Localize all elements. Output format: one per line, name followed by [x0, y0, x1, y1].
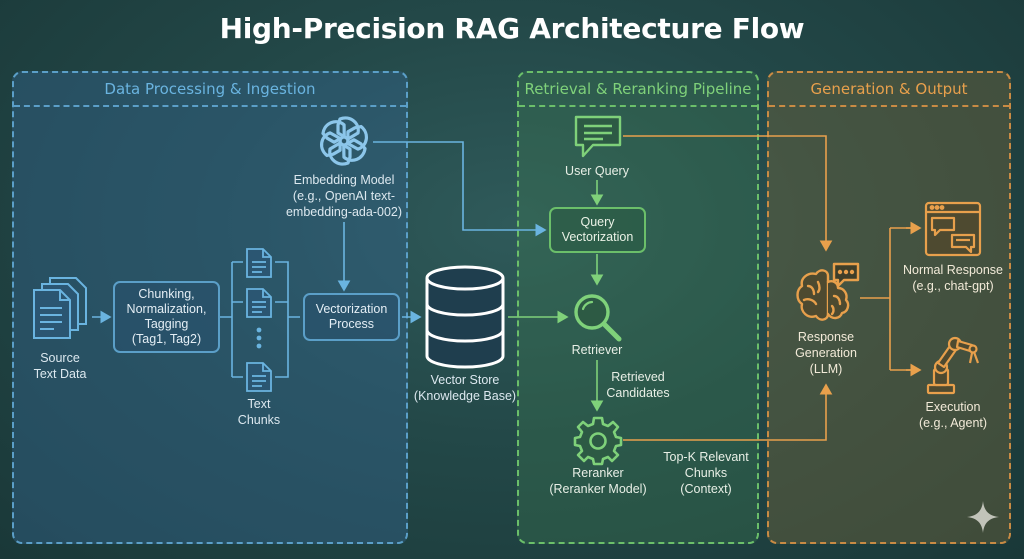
user-query-label: User Query — [565, 164, 629, 178]
response-generation-label: Response Generation (LLM) — [795, 330, 857, 376]
userquery-to-llm-line — [623, 135, 833, 252]
vector-store-label: Vector Store (Knowledge Base) — [413, 373, 517, 403]
ellipsis-icon — [255, 326, 263, 355]
sparkle-icon — [966, 500, 1000, 539]
vectorization-box: Vectorization Process — [303, 293, 400, 341]
embedding-model-label: Embedding Model (e.g., OpenAI text- embe… — [285, 173, 403, 219]
chunking-box: Chunking, Normalization, Tagging (Tag1, … — [113, 281, 220, 353]
document-icon — [245, 361, 273, 398]
retriever-label: Retriever — [571, 343, 623, 357]
retrieval-panel: Retrieval & Reranking Pipeline — [517, 71, 759, 544]
text-chunks-label: Text Chunks — [237, 397, 281, 427]
generation-header: Generation & Output — [769, 73, 1009, 107]
reranker-label: Reranker (Reranker Model) — [549, 466, 647, 496]
magnifier-icon — [570, 290, 624, 349]
normal-response-label: Normal Response (e.g., chat-gpt) — [902, 263, 1004, 293]
brain-icon — [794, 262, 862, 329]
document-icon — [245, 247, 273, 284]
chat-window-icon — [924, 201, 982, 262]
documents-icon — [32, 276, 90, 347]
reranker-to-llm-line — [623, 383, 833, 441]
query-vectorization-box: Query Vectorization — [549, 207, 646, 253]
chunking-to-chunks-lines — [220, 261, 243, 378]
embedding-to-query-vectorization-line — [373, 141, 547, 237]
page-title: High-Precision RAG Architecture Flow — [219, 12, 805, 45]
topk-label: Top-K Relevant Chunks (Context) — [663, 450, 749, 496]
chat-icon — [573, 114, 623, 165]
gear-icon — [572, 414, 624, 471]
llm-to-outputs-lines — [860, 227, 920, 371]
data-processing-header: Data Processing & Ingestion — [14, 73, 406, 107]
execution-label: Execution (e.g., Agent) — [918, 400, 988, 430]
document-icon — [245, 287, 273, 324]
retrieved-candidates-label: Retrieved Candidates — [606, 370, 670, 400]
chunks-to-vectorization-lines — [275, 261, 300, 378]
source-label: Source Text Data — [33, 351, 87, 381]
database-icon — [422, 264, 508, 375]
openai-logo-icon — [317, 114, 371, 173]
robot-arm-icon — [924, 333, 984, 400]
retrieval-header: Retrieval & Reranking Pipeline — [519, 73, 757, 107]
